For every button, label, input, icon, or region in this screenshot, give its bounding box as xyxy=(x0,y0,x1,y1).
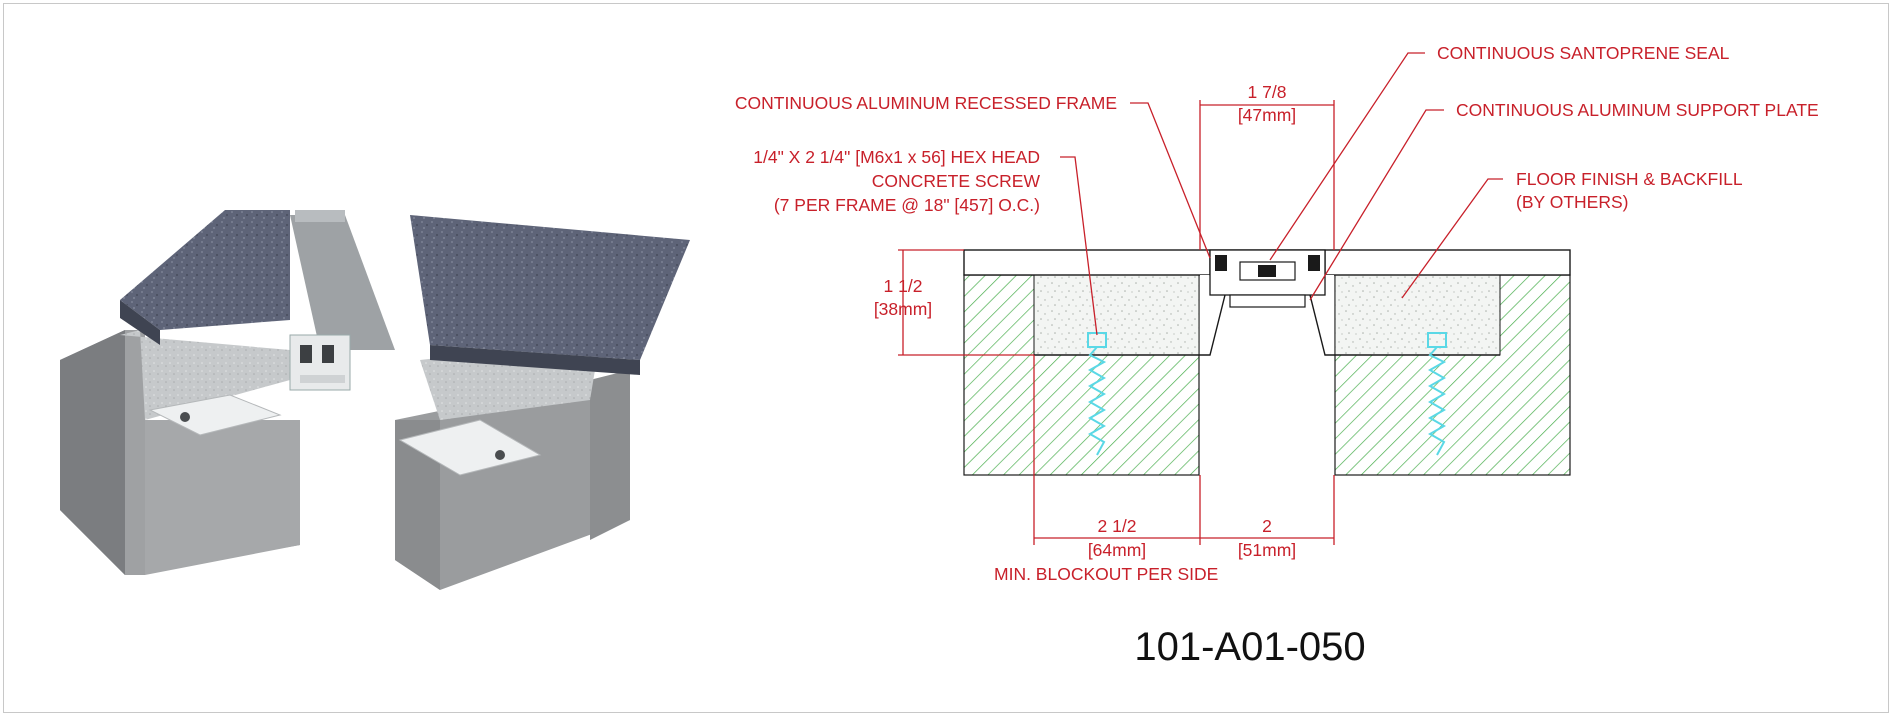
callout-screw-line2: CONCRETE SCREW xyxy=(872,171,1041,191)
joint-section-detail: 1 7/8 [47mm] 1 1/2 [38mm] 2 1/2 [64mm] 2… xyxy=(735,43,1819,669)
callout-floor-line1: FLOOR FINISH & BACKFILL xyxy=(1516,169,1743,189)
callout-blockout-text: MIN. BLOCKOUT PER SIDE xyxy=(994,564,1218,584)
right-backfill xyxy=(1334,274,1501,356)
left-backfill xyxy=(1033,274,1200,356)
callout-screw: 1/4" X 2 1/4" [M6x1 x 56] HEX HEAD CONCR… xyxy=(753,147,1098,336)
dim-bottom-left-imperial: 2 1/2 xyxy=(1098,516,1137,536)
dim-bottom-left-metric: [64mm] xyxy=(1088,540,1146,560)
callout-seal-text: CONTINUOUS SANTOPRENE SEAL xyxy=(1437,43,1730,63)
drawing-code: 101-A01-050 xyxy=(1134,625,1365,669)
dim-bottom-right-metric: [51mm] xyxy=(1238,540,1296,560)
dim-left-metric: [38mm] xyxy=(874,299,932,319)
dim-bottom-right-imperial: 2 xyxy=(1262,516,1272,536)
callout-floor-line2: (BY OTHERS) xyxy=(1516,192,1628,212)
callout-frame: CONTINUOUS ALUMINUM RECESSED FRAME xyxy=(735,93,1211,259)
dim-top-metric: [47mm] xyxy=(1238,105,1296,125)
callout-support: CONTINUOUS ALUMINUM SUPPORT PLATE xyxy=(1309,100,1819,301)
callout-screw-line3: (7 PER FRAME @ 18" [457] O.C.) xyxy=(774,195,1040,215)
dim-top-imperial: 1 7/8 xyxy=(1248,82,1287,102)
dim-left: 1 1/2 [38mm] xyxy=(874,249,1034,356)
joint-3d-render xyxy=(60,210,690,590)
callout-seal: CONTINUOUS SANTOPRENE SEAL xyxy=(1269,43,1730,261)
callout-floor: FLOOR FINISH & BACKFILL (BY OTHERS) xyxy=(1401,169,1743,299)
callout-screw-line1: 1/4" X 2 1/4" [M6x1 x 56] HEX HEAD xyxy=(753,147,1040,167)
dim-bottom: 2 1/2 [64mm] 2 [51mm] xyxy=(1033,355,1335,560)
dim-top: 1 7/8 [47mm] xyxy=(1199,82,1335,250)
callout-support-text: CONTINUOUS ALUMINUM SUPPORT PLATE xyxy=(1456,100,1819,120)
aluminum-frame-profile xyxy=(1034,249,1500,356)
callout-frame-text: CONTINUOUS ALUMINUM RECESSED FRAME xyxy=(735,93,1117,113)
dim-left-imperial: 1 1/2 xyxy=(884,276,923,296)
right-concrete-screw xyxy=(1427,332,1447,456)
